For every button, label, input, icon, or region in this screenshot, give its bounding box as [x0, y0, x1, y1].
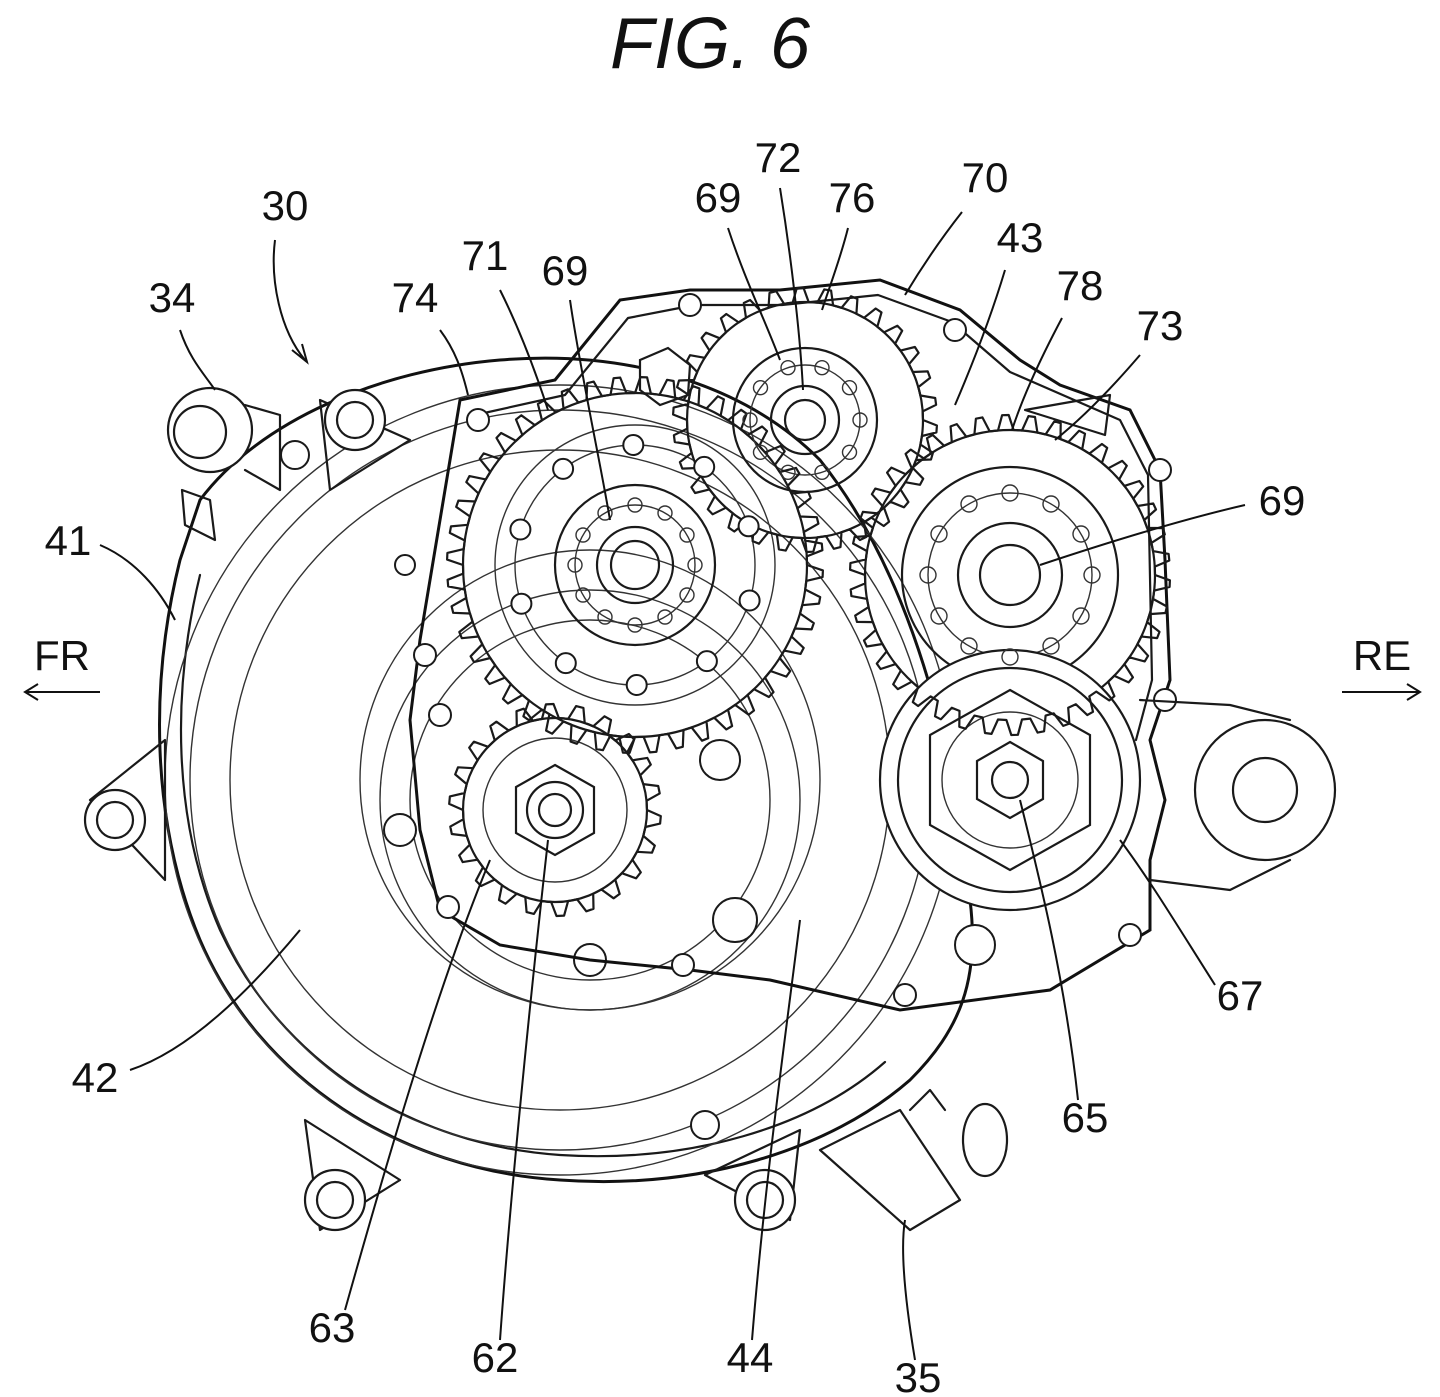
label-78: 78 — [1057, 262, 1104, 309]
bearing-ball-0-11 — [679, 527, 695, 543]
bearing-ball-1-0 — [852, 412, 868, 428]
bearing-ball-1-2 — [814, 464, 830, 480]
reference-labels: 30 34 41 42 74 71 69 69 72 76 70 43 78 7… — [45, 134, 1306, 1397]
label-67: 67 — [1217, 972, 1264, 1019]
bearing-ball-0-2 — [657, 609, 673, 625]
bearing-ball-0-8 — [597, 505, 613, 521]
gear-screw-1 — [695, 650, 718, 673]
direction-front: FR — [23, 632, 100, 701]
gear-62 — [461, 716, 649, 904]
label-76: 76 — [829, 174, 876, 221]
bearing-ball-0-10 — [657, 505, 673, 521]
label-65: 65 — [1062, 1094, 1109, 1141]
bearing-ball-2-9 — [1001, 484, 1019, 502]
bearing-ball-1-9 — [841, 380, 858, 396]
gear-screw-4 — [510, 592, 533, 615]
gear-screw-7 — [622, 434, 645, 456]
gear-teeth-ring-0 — [446, 376, 824, 754]
bearing-ball-2-7 — [930, 525, 948, 543]
bearing-ball-1-4 — [752, 444, 769, 460]
label-re: RE — [1353, 632, 1411, 679]
label-62: 62 — [472, 1334, 519, 1381]
bearing-ball-1-3 — [780, 464, 796, 480]
label-35: 35 — [895, 1354, 942, 1397]
bearing-ball-0-3 — [627, 617, 643, 633]
gear-screw-9 — [737, 515, 760, 538]
gear-screw-8 — [693, 455, 716, 478]
bearing-ball-1-8 — [814, 360, 830, 376]
label-34: 34 — [149, 274, 196, 321]
bearing-ball-2-8 — [960, 495, 978, 513]
bearing-ball-2-1 — [1072, 607, 1090, 625]
label-69-left: 69 — [542, 247, 589, 294]
gear-screw-3 — [554, 652, 577, 675]
bearing-ball-0-9 — [627, 497, 643, 513]
gear-screw-2 — [625, 674, 648, 696]
bearing-ball-2-6 — [919, 566, 937, 584]
label-73: 73 — [1137, 302, 1184, 349]
figure-title: FIG. 6 — [610, 4, 811, 84]
gear-case-70 — [408, 278, 1177, 1012]
label-74: 74 — [392, 274, 439, 321]
direction-rear: RE — [1342, 632, 1422, 701]
bearing-ball-0-1 — [679, 587, 695, 603]
bearing-ball-0-5 — [575, 587, 591, 603]
bearing-ball-2-10 — [1042, 495, 1060, 513]
bearing-ball-1-5 — [742, 412, 758, 428]
gear-teeth-ring-2 — [849, 413, 1171, 737]
pulley-65 — [878, 648, 1337, 966]
bearing-ball-0-7 — [575, 527, 591, 543]
label-72: 72 — [755, 134, 802, 181]
gear-screw-0 — [738, 589, 761, 612]
gear-teeth-ring-3 — [448, 702, 662, 918]
label-44: 44 — [727, 1334, 774, 1381]
bearing-ball-1-7 — [780, 360, 796, 376]
label-30: 30 — [262, 182, 309, 229]
gear-teeth — [446, 286, 1171, 918]
gear-screw-6 — [552, 457, 575, 480]
bearing-ball-2-11 — [1072, 525, 1090, 543]
bearing-ball-0-0 — [687, 557, 703, 573]
label-42: 42 — [72, 1054, 119, 1101]
bearing-ball-0-6 — [567, 557, 583, 573]
bearing-ball-2-3 — [1001, 648, 1019, 666]
label-69-right: 69 — [1259, 477, 1306, 524]
bearing-ball-0-4 — [597, 609, 613, 625]
bearing-ball-2-5 — [930, 607, 948, 625]
label-43: 43 — [997, 214, 1044, 261]
bearing-ball-1-6 — [752, 380, 769, 396]
label-fr: FR — [34, 632, 90, 679]
gear-teeth-ring-1 — [672, 286, 938, 554]
bearing-ball-2-4 — [960, 637, 978, 655]
label-69-top: 69 — [695, 174, 742, 221]
label-41: 41 — [45, 517, 92, 564]
label-63: 63 — [309, 1304, 356, 1351]
bearing-ball-2-0 — [1083, 566, 1101, 584]
label-71: 71 — [462, 232, 509, 279]
bearing-ball-1-1 — [841, 444, 858, 460]
gear-screw-5 — [509, 518, 532, 541]
label-70: 70 — [962, 154, 1009, 201]
bearing-ball-2-2 — [1042, 637, 1060, 655]
